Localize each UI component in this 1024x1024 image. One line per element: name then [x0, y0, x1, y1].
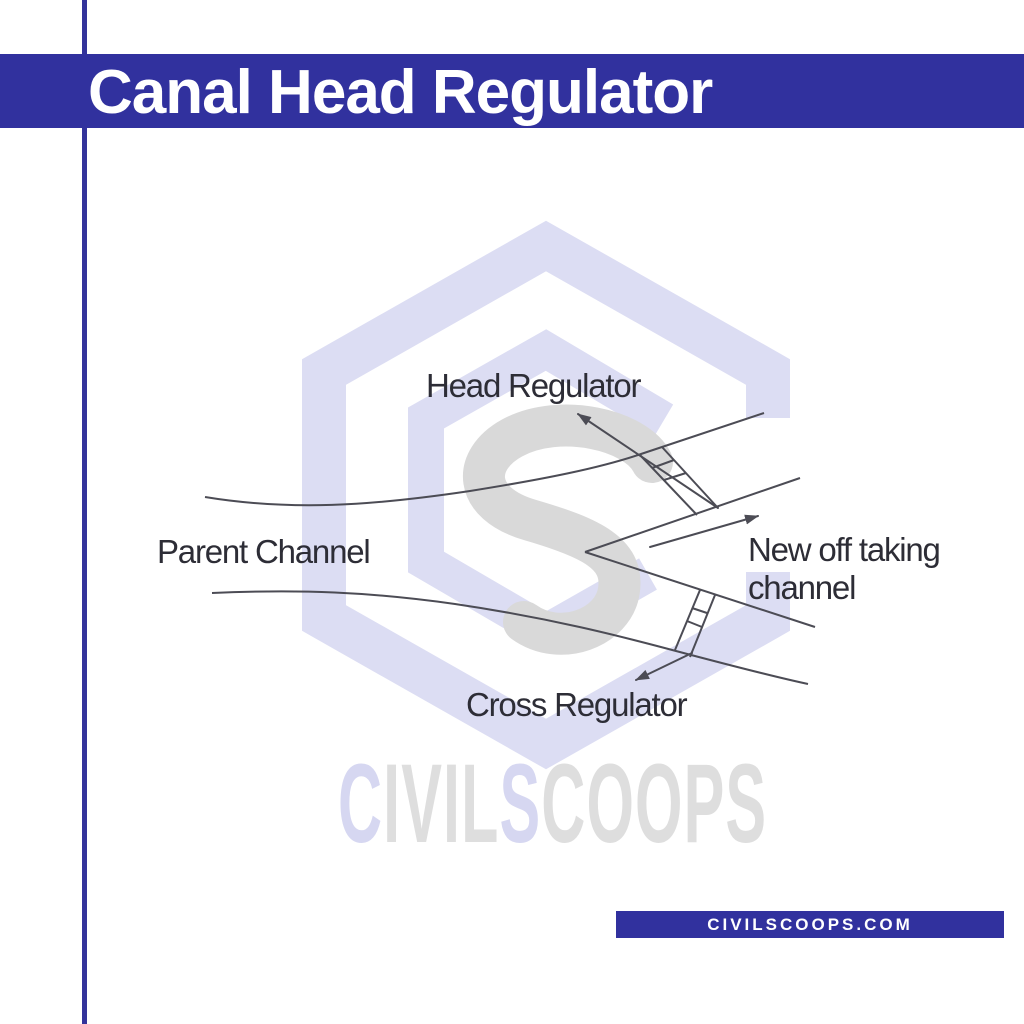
watermark-letter: L — [461, 741, 500, 866]
watermark-letter: P — [683, 741, 726, 866]
site-badge: CIVILSCOOPS.COM — [616, 911, 1004, 938]
cross-regulator-rung — [691, 607, 708, 614]
watermark-letter: O — [586, 741, 636, 866]
watermark-letter: I — [443, 741, 462, 866]
watermark-letter: C — [541, 741, 587, 866]
head-regulator-rail — [661, 446, 719, 509]
new-channel-label-line1: New off taking — [748, 531, 941, 568]
title-banner: Canal Head Regulator — [0, 54, 1024, 128]
cross-regulator-pointer-arrow — [635, 652, 693, 681]
civilscoops-text-watermark: CIVILSCOOPS — [338, 748, 767, 860]
cross-regulator-structure — [674, 589, 716, 658]
new-channel-right-bank — [584, 477, 801, 553]
watermark-letter: C — [338, 741, 384, 866]
cross-regulator-rung — [686, 620, 703, 628]
parent-channel-label: Parent Channel — [157, 533, 371, 570]
head-regulator-rung — [663, 472, 687, 481]
head-regulator-rail — [639, 454, 698, 516]
cross-regulator-rail — [689, 594, 716, 658]
flow-direction-arrow — [649, 514, 759, 548]
cross-regulator-rail — [674, 589, 701, 651]
watermark-letter: S — [499, 741, 542, 866]
watermark-letter: V — [401, 741, 444, 866]
new-offtaking-channel-label: New off taking channel — [748, 531, 941, 607]
parent-channel-upper-bank — [204, 412, 765, 507]
logo-s-swirl — [463, 404, 673, 655]
head-regulator-pointer-arrow — [577, 413, 719, 509]
logo-hexagon-outline — [302, 220, 790, 770]
cross-regulator-label: Cross Regulator — [466, 686, 688, 723]
watermark-letter: O — [635, 741, 684, 866]
watermark-letter: I — [383, 741, 402, 866]
watermark-letter: S — [725, 741, 768, 866]
site-badge-text: CIVILSCOOPS.COM — [707, 914, 913, 934]
downstream-upper-bank — [584, 551, 816, 628]
head-regulator-structure — [639, 446, 719, 516]
page-title: Canal Head Regulator — [88, 58, 713, 127]
new-channel-label-line2: channel — [748, 569, 856, 606]
head-regulator-label: Head Regulator — [426, 367, 642, 404]
left-accent-line — [82, 0, 87, 1024]
parent-channel-lower-bank — [211, 590, 809, 685]
